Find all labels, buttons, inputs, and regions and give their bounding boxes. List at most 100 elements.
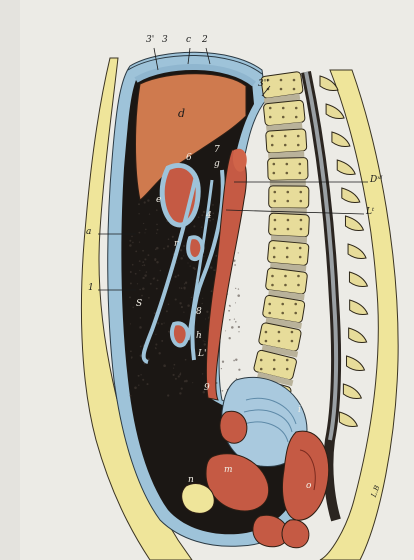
speckle-dot — [130, 282, 132, 284]
intestine-loop-h — [172, 323, 188, 345]
speckle-dot — [190, 265, 191, 266]
bone-texture — [299, 191, 302, 194]
bone-texture — [297, 275, 300, 278]
speckle-dot — [181, 306, 183, 308]
speckle-dot — [143, 264, 145, 266]
speckle-dot — [238, 288, 239, 289]
speckle-dot — [156, 209, 158, 211]
speckle-dot — [142, 277, 144, 279]
speckle-dot — [181, 287, 183, 289]
speckle-dot — [147, 199, 149, 201]
bone-texture — [268, 312, 271, 315]
speckle-dot — [231, 326, 234, 329]
bone-texture — [271, 284, 274, 287]
speckle-dot — [222, 390, 224, 392]
speckle-dot — [184, 288, 186, 290]
speckle-dot — [138, 203, 140, 205]
bone-texture — [286, 247, 289, 250]
speckle-dot — [179, 392, 181, 394]
label-a: a — [86, 228, 91, 237]
speckle-dot — [173, 374, 175, 376]
speckle-dot — [180, 257, 183, 260]
speckle-dot — [235, 358, 237, 360]
label-3double: 3'' — [258, 80, 269, 89]
bone-texture — [280, 88, 283, 91]
bone-texture — [294, 303, 297, 306]
speckle-dot — [156, 261, 158, 263]
speckle-dot — [202, 303, 203, 304]
speckle-dot — [238, 331, 239, 332]
speckle-dot — [180, 249, 182, 251]
label-g: g — [214, 160, 220, 169]
label-6: 6 — [186, 154, 192, 163]
label-i: i — [298, 406, 301, 415]
speckle-dot — [193, 267, 195, 269]
speckle-dot — [132, 307, 133, 308]
bone-texture — [273, 172, 276, 175]
speckle-dot — [229, 319, 231, 321]
speckle-dot — [164, 323, 165, 324]
speckle-dot — [129, 244, 132, 247]
label-4: 4 — [206, 212, 212, 221]
bone-texture — [297, 284, 300, 287]
speckle-dot — [205, 318, 206, 319]
bone-texture — [297, 144, 300, 147]
speckle-dot — [146, 271, 147, 272]
bone-texture — [260, 368, 263, 371]
speckle-dot — [235, 288, 236, 289]
bone-texture — [274, 219, 277, 222]
bone-texture — [260, 359, 263, 362]
label-lt: Lᵗ — [366, 208, 374, 217]
speckle-dot — [144, 258, 146, 260]
paper-edge-shadow — [0, 0, 20, 560]
bone-texture — [295, 116, 298, 119]
bone-texture — [278, 340, 281, 343]
speckle-dot — [157, 279, 159, 281]
speckle-dot — [221, 368, 222, 369]
speckle-dot — [131, 236, 132, 237]
bone-texture — [286, 200, 289, 203]
speckle-dot — [167, 394, 169, 396]
speckle-dot — [139, 260, 141, 262]
speckle-dot — [235, 321, 237, 323]
speckle-dot — [185, 359, 187, 361]
vertebral-body — [267, 240, 309, 265]
bone-texture — [284, 135, 287, 138]
speckle-dot — [142, 250, 144, 252]
speckle-dot — [233, 360, 235, 362]
label-7: 7 — [214, 146, 220, 155]
speckle-dot — [161, 323, 163, 325]
label-d: d — [178, 108, 185, 119]
bone-texture — [291, 340, 294, 343]
speckle-dot — [212, 204, 214, 206]
label-3: 3 — [162, 36, 168, 45]
speckle-dot — [187, 304, 190, 307]
bone-texture — [299, 200, 302, 203]
bone-texture — [293, 79, 296, 82]
label-n: n — [188, 476, 194, 485]
bone-texture — [282, 107, 285, 110]
bone-texture — [265, 331, 268, 334]
speckle-dot — [183, 245, 185, 247]
bone-texture — [284, 284, 287, 287]
speckle-dot — [229, 306, 230, 307]
bone-texture — [300, 228, 303, 231]
vertebral-body — [268, 157, 309, 180]
bone-texture — [286, 256, 289, 259]
bone-texture — [273, 359, 276, 362]
bone-texture — [278, 331, 281, 334]
speckle-dot — [185, 380, 188, 383]
speckle-dot — [202, 373, 203, 374]
bone-texture — [269, 116, 272, 119]
speckle-dot — [181, 388, 183, 390]
speckle-dot — [160, 270, 162, 272]
speckle-dot — [204, 343, 206, 345]
label-L: L' — [198, 350, 206, 359]
speckle-dot — [145, 232, 146, 233]
speckle-dot — [140, 346, 141, 347]
speckle-dot — [163, 248, 165, 250]
speckle-dot — [139, 289, 141, 291]
bone-texture — [286, 368, 289, 371]
speckle-dot — [203, 211, 205, 213]
